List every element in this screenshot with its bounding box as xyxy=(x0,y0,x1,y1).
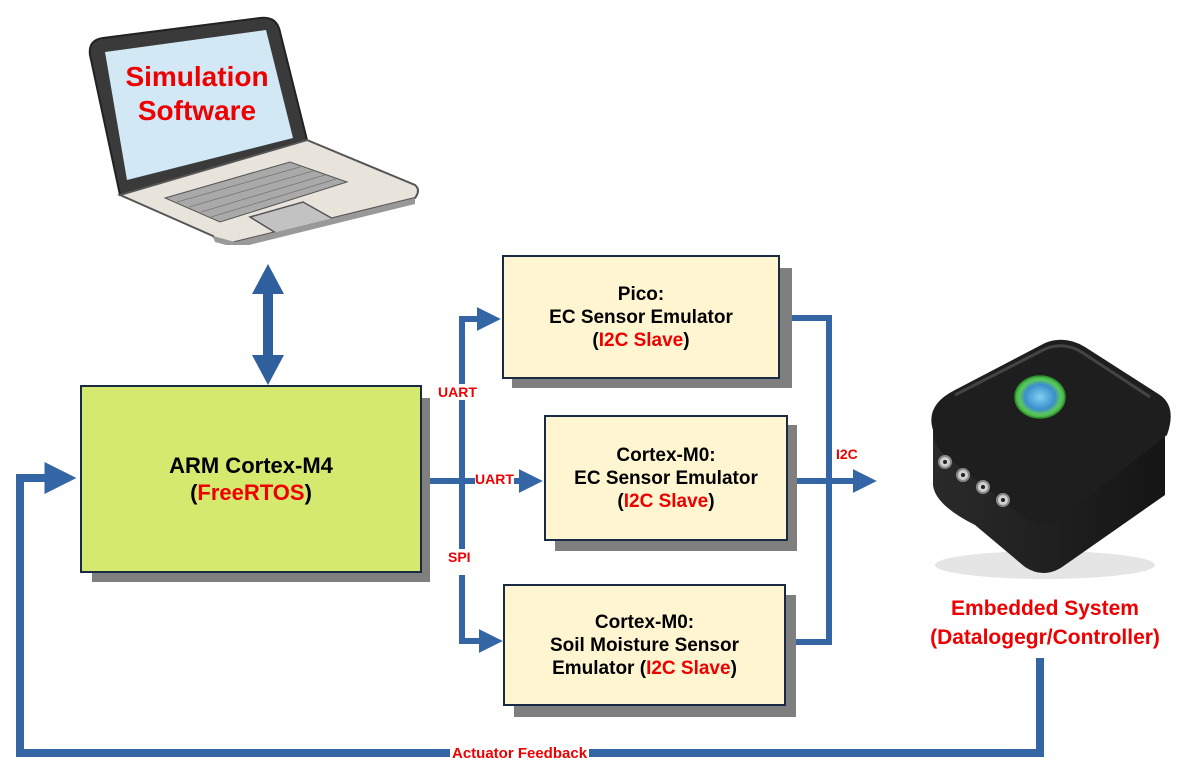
paren-close: ) xyxy=(304,480,312,505)
emulator-3-line2: Soil Moisture Sensor xyxy=(550,634,739,656)
laptop-screen-text: Simulation Software xyxy=(112,60,282,128)
paren-open: ( xyxy=(617,490,624,512)
laptop-screen-line1: Simulation xyxy=(125,61,269,92)
paren-close: ) xyxy=(683,329,690,351)
emulator-prefix: Emulator ( xyxy=(552,657,647,679)
emulator-3-line1: Cortex-M0: xyxy=(594,611,695,633)
emulator-2-line2: EC Sensor Emulator xyxy=(574,467,758,489)
device-caption-line2: (Datalogegr/Controller) xyxy=(930,626,1160,649)
i2c-slave-label: I2C Slave xyxy=(646,657,731,679)
spi-line-to-m0-soil xyxy=(459,575,503,653)
laptop-icon xyxy=(88,16,419,245)
uart-line-to-pico xyxy=(459,307,501,400)
i2c-label: I2C xyxy=(836,446,858,462)
controller-subtitle: (FreeRTOS) xyxy=(190,479,312,506)
paren-close: ) xyxy=(730,657,737,679)
arm-cortex-m4-box[interactable]: ARM Cortex-M4 (FreeRTOS) xyxy=(80,385,422,573)
paren-open: ( xyxy=(190,480,198,505)
emulator-1-line1: Pico: xyxy=(617,283,665,305)
laptop-controller-bidirectional-arrow xyxy=(252,264,284,385)
device-caption-line1: Embedded System xyxy=(951,597,1139,620)
cortex-m0-ec-emulator-box[interactable]: Cortex-M0: EC Sensor Emulator (I2C Slave… xyxy=(544,415,788,541)
emulator-2-line1: Cortex-M0: xyxy=(616,444,716,466)
cortex-m0-soil-emulator-box[interactable]: Cortex-M0: Soil Moisture Sensor Emulator… xyxy=(503,584,786,706)
i2c-slave-label: I2C Slave xyxy=(598,329,684,351)
emulator-2-line3: (I2C Slave) xyxy=(617,490,714,513)
actuator-feedback-label: Actuator Feedback xyxy=(450,745,590,762)
rtos-label: FreeRTOS xyxy=(197,480,305,505)
emulator-1-line2: EC Sensor Emulator xyxy=(549,306,733,328)
emulator-1-line3: (I2C Slave) xyxy=(592,329,689,352)
datalogger-device-icon xyxy=(931,339,1171,579)
pico-ec-emulator-box[interactable]: Pico: EC Sensor Emulator (I2C Slave) xyxy=(502,255,780,379)
uart-label-top: UART xyxy=(438,384,477,400)
laptop-screen-line2: Software xyxy=(137,95,257,126)
actuator-feedback-line xyxy=(16,462,1044,757)
device-caption: Embedded System (Datalogegr/Controller) xyxy=(900,594,1190,652)
controller-title: ARM Cortex-M4 xyxy=(169,453,333,478)
i2c-slave-label: I2C Slave xyxy=(623,490,709,512)
paren-close: ) xyxy=(708,490,715,512)
spi-label: SPI xyxy=(448,549,471,565)
paren-open: ( xyxy=(592,329,599,351)
emulator-3-line3: Emulator (I2C Slave) xyxy=(552,657,737,680)
uart-label-middle: UART xyxy=(475,471,514,487)
